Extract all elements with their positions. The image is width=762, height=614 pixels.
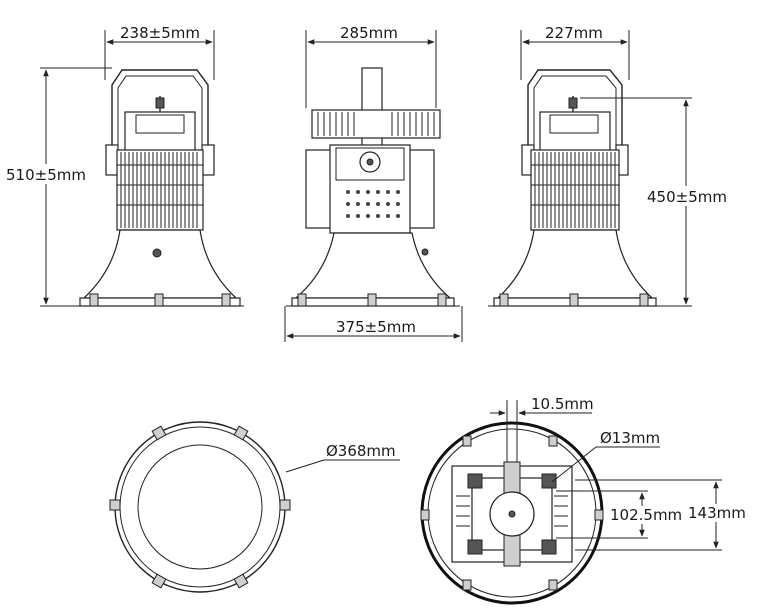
front-view bbox=[76, 69, 244, 307]
side-vent-holes bbox=[346, 190, 400, 218]
hole-diameter-label: Ø13mm bbox=[600, 429, 660, 447]
base-width-label: 375±5mm bbox=[336, 318, 416, 336]
face-diameter-label: Ø368mm bbox=[326, 442, 396, 460]
hole-spacing-dimension: 102.5mm 143mm bbox=[556, 479, 746, 551]
total-height-label: 510±5mm bbox=[6, 166, 86, 184]
hole-spacing-outer-label: 143mm bbox=[688, 504, 746, 522]
back-view bbox=[488, 69, 662, 307]
hole-diameter-dimension: Ø13mm bbox=[551, 429, 660, 483]
total-height-dimension: 510±5mm bbox=[4, 67, 112, 307]
side-width-label: 285mm bbox=[340, 24, 398, 42]
back-fins bbox=[531, 152, 619, 228]
front-fins bbox=[117, 152, 203, 228]
side-top-fins bbox=[317, 112, 435, 136]
bottom-face-view bbox=[109, 421, 291, 593]
face-clips bbox=[109, 425, 291, 589]
side-width-dimension: 285mm bbox=[305, 24, 437, 108]
side-view bbox=[286, 67, 460, 307]
back-width-label: 227mm bbox=[545, 24, 603, 42]
slot-width-label: 10.5mm bbox=[531, 395, 594, 413]
top-mount-view bbox=[420, 421, 604, 605]
front-width-dimension: 238±5mm bbox=[104, 24, 215, 80]
base-width-dimension: 375±5mm bbox=[284, 306, 463, 342]
front-width-label: 238±5mm bbox=[120, 24, 200, 42]
face-diameter-dimension: Ø368mm bbox=[285, 442, 400, 473]
body-height-label: 450±5mm bbox=[647, 188, 727, 206]
slot-width-dimension: 10.5mm bbox=[490, 395, 594, 462]
body-height-dimension: 450±5mm bbox=[580, 97, 727, 307]
hole-spacing-inner-label: 102.5mm bbox=[610, 506, 682, 524]
back-width-dimension: 227mm bbox=[520, 24, 630, 80]
